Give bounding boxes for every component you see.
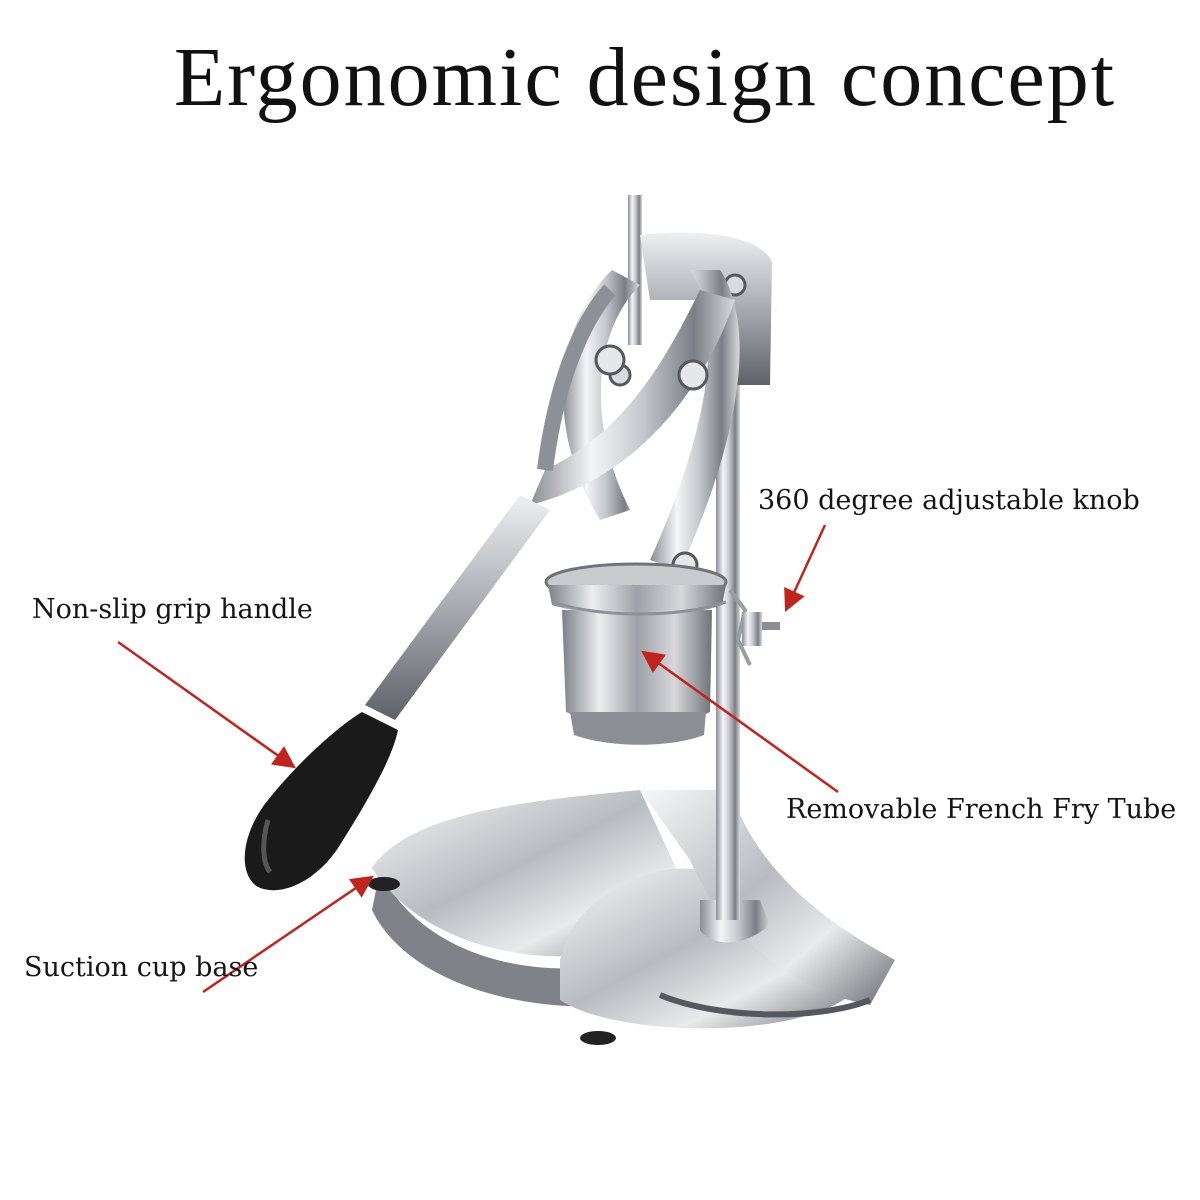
adjustable-knob — [742, 612, 780, 646]
grip-handle-label: Non-slip grip handle — [32, 594, 313, 625]
fry-tube-label: Removable French Fry Tube — [786, 794, 1177, 825]
page-title: Ergonomic design concept — [173, 31, 1117, 124]
knob-arrow — [784, 524, 827, 613]
adjustable-knob-label: 360 degree adjustable knob — [758, 485, 1140, 516]
suction-cup-base — [368, 790, 895, 1045]
base-arrow — [202, 875, 374, 994]
tube-arrow — [641, 650, 839, 794]
press-lever — [530, 270, 740, 579]
non-slip-grip-handle — [244, 495, 550, 891]
suction-base-label: Suction cup base — [24, 952, 259, 983]
removable-french-fry-tube — [544, 562, 752, 745]
handle-arrow — [117, 640, 296, 769]
